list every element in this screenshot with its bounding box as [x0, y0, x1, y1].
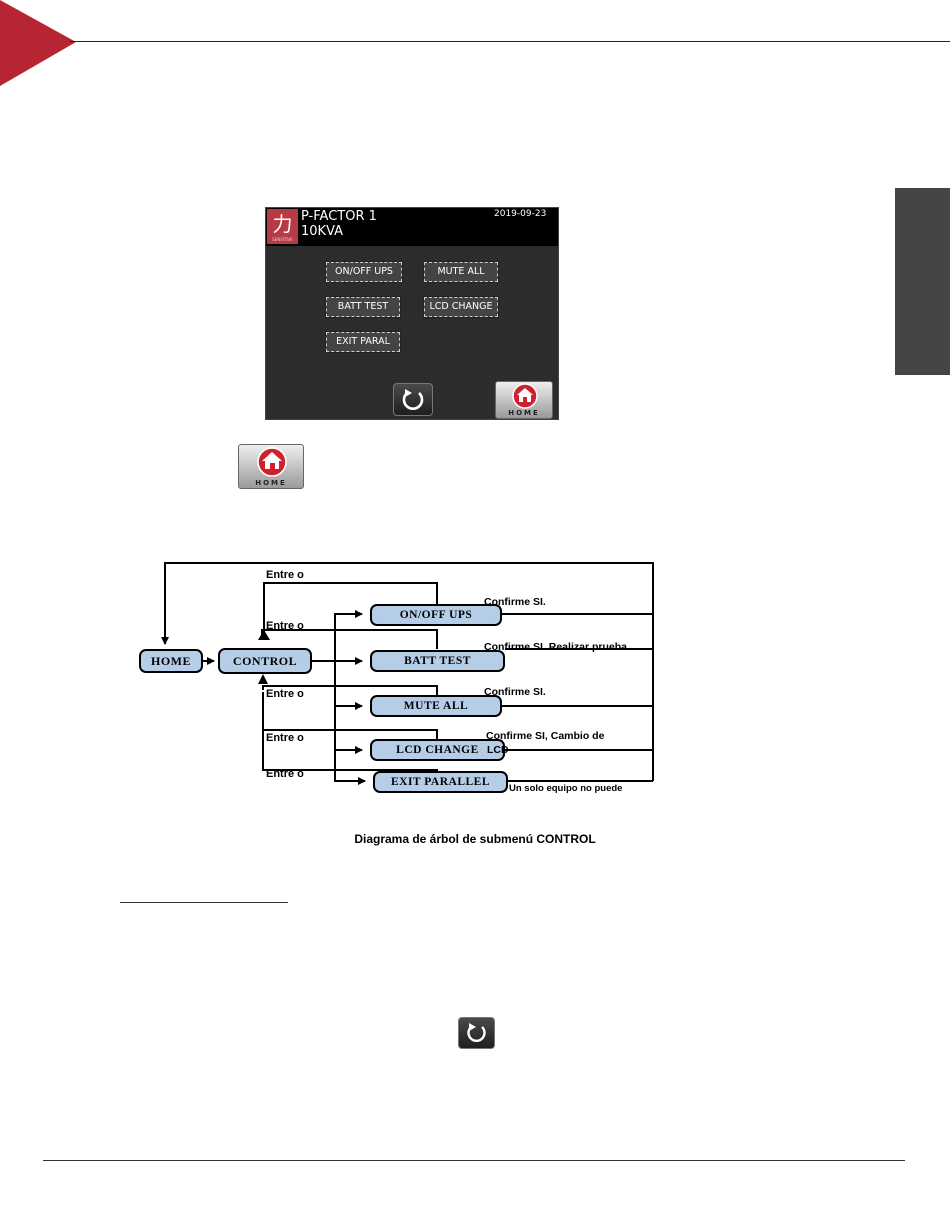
mute-all-button[interactable]: MUTE ALL: [423, 261, 499, 283]
diagram-node-lcd-change: LCD CHANGE: [370, 739, 505, 761]
corner-triangle-decoration: [0, 0, 76, 86]
footnote-rule: [120, 902, 288, 903]
entre-label-1: Entre o: [266, 569, 304, 581]
note-exit: Un solo equipo no puede: [509, 783, 623, 794]
batt-test-button[interactable]: BATT TEST: [325, 296, 401, 318]
note-lcd-inline: LCD: [487, 744, 509, 756]
brand-logo-icon: 力: [267, 209, 298, 244]
home-icon-label: HOME: [255, 479, 287, 487]
brand-logo-caption: SENSITIVE: [272, 237, 293, 242]
entre-label-3: Entre o: [266, 688, 304, 700]
lcd-date: 2019-09-23: [494, 209, 547, 219]
diagram-node-home: HOME: [139, 649, 203, 673]
home-button-icon: HOME: [238, 444, 304, 489]
diagram-node-batt-test: BATT TEST: [370, 650, 505, 672]
diagram-node-exit-parallel: EXIT PARALLEL: [373, 771, 508, 793]
diagram-node-on-off-ups: ON/OFF UPS: [370, 604, 502, 626]
lcd-model: P-FACTOR 1: [301, 209, 377, 224]
entre-label-4: Entre o: [266, 732, 304, 744]
note-batt: Confirme SI. Realizar prueba: [484, 641, 627, 653]
lcd-screen: 力 SENSITIVE P-FACTOR 1 10KVA 2019-09-23 …: [265, 207, 559, 420]
lcd-home-label: HOME: [508, 409, 540, 417]
lcd-change-button[interactable]: LCD CHANGE: [423, 296, 499, 318]
note-on-off: Confirme SI.: [484, 596, 546, 608]
lcd-home-button[interactable]: HOME: [495, 381, 553, 419]
on-off-ups-button[interactable]: ON/OFF UPS: [325, 261, 403, 283]
lcd-device-title: P-FACTOR 1 10KVA: [301, 209, 377, 239]
entre-label-5: Entre o: [266, 768, 304, 780]
header-rule: [70, 41, 950, 42]
diagram-node-mute-all: MUTE ALL: [370, 695, 502, 717]
refresh-icon: [402, 389, 424, 410]
control-tree-connectors: [161, 562, 654, 785]
side-section-tab: [895, 188, 950, 375]
exit-paral-button[interactable]: EXIT PARAL: [325, 331, 401, 353]
home-icon: [257, 447, 287, 477]
note-mute: Confirme SI.: [484, 686, 546, 698]
note-lcd: Confirme SI, Cambio de: [486, 730, 605, 742]
home-icon: [512, 383, 538, 409]
lcd-header-bar: 力 SENSITIVE P-FACTOR 1 10KVA 2019-09-23: [266, 208, 558, 246]
entre-label-2: Entre o: [266, 620, 304, 632]
back-icon-inline: [458, 1017, 495, 1049]
lcd-rating: 10KVA: [301, 224, 344, 239]
refresh-icon: [467, 1023, 486, 1042]
footer-rule: [43, 1160, 905, 1161]
diagram-caption: Diagrama de árbol de submenú CONTROL: [354, 832, 596, 846]
back-button[interactable]: [393, 383, 433, 416]
diagram-node-control: CONTROL: [218, 648, 312, 674]
